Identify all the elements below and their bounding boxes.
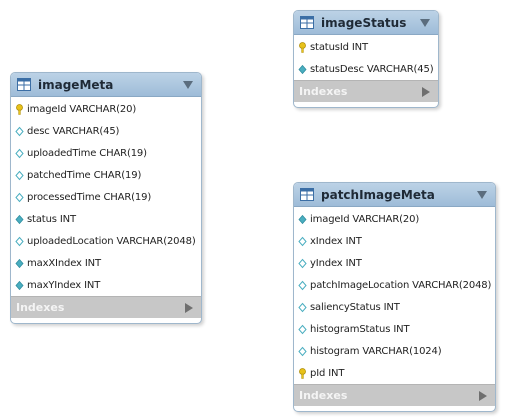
primary-key-icon — [299, 367, 306, 379]
column-definition: uploadedTime CHAR(19) — [27, 147, 147, 159]
column-definition: histogram VARCHAR(1024) — [310, 345, 442, 357]
table-header[interactable]: patchImageMeta — [294, 183, 495, 207]
column-row[interactable]: imageId VARCHAR(20) — [294, 208, 495, 230]
column-row[interactable]: status INT — [11, 208, 201, 230]
indexes-label: Indexes — [16, 301, 65, 314]
column-row[interactable]: processedTime CHAR(19) — [11, 186, 201, 208]
column-row[interactable]: saliencyStatus INT — [294, 296, 495, 318]
nullable-column-icon — [15, 170, 24, 180]
column-definition: pId INT — [310, 367, 345, 379]
column-definition: desc VARCHAR(45) — [27, 125, 120, 137]
nullable-column-icon — [15, 126, 24, 136]
column-row[interactable]: maxYIndex INT — [11, 274, 201, 296]
column-definition: saliencyStatus INT — [310, 301, 400, 313]
column-row[interactable]: histogramStatus INT — [294, 318, 495, 340]
table-icon — [300, 188, 314, 201]
collapse-arrow-icon[interactable] — [183, 80, 193, 89]
column-icon — [15, 214, 24, 224]
table-imageMeta[interactable]: imageMeta imageId VARCHAR(20) desc VARCH… — [10, 72, 202, 324]
column-row[interactable]: yIndex INT — [294, 252, 495, 274]
nullable-column-icon — [298, 258, 307, 268]
primary-key-icon — [16, 103, 23, 115]
nullable-column-icon — [298, 236, 307, 246]
column-definition: xIndex INT — [310, 235, 362, 247]
table-title: patchImageMeta — [321, 187, 435, 202]
primary-key-icon — [299, 41, 306, 53]
expand-arrow-icon[interactable] — [422, 86, 430, 97]
column-row[interactable]: pId INT — [294, 362, 495, 384]
nullable-column-icon — [15, 236, 24, 246]
column-row[interactable]: desc VARCHAR(45) — [11, 120, 201, 142]
table-patchImageMeta[interactable]: patchImageMeta imageId VARCHAR(20) xInde… — [293, 182, 496, 412]
table-icon — [17, 78, 31, 91]
table-title: imageMeta — [38, 77, 114, 92]
column-row[interactable]: maxXIndex INT — [11, 252, 201, 274]
column-icon — [298, 64, 307, 74]
column-row[interactable]: uploadedTime CHAR(19) — [11, 142, 201, 164]
expand-arrow-icon[interactable] — [479, 390, 487, 401]
column-icon — [15, 258, 24, 268]
indexes-label: Indexes — [299, 85, 348, 98]
indexes-section[interactable]: Indexes — [294, 384, 495, 406]
column-definition: processedTime CHAR(19) — [27, 191, 152, 203]
column-definition: uploadedLocation VARCHAR(2048) — [27, 235, 196, 247]
column-row[interactable]: statusId INT — [294, 36, 438, 58]
collapse-arrow-icon[interactable] — [477, 190, 487, 199]
column-list: statusId INT statusDesc VARCHAR(45) — [294, 35, 438, 80]
column-definition: statusDesc VARCHAR(45) — [310, 63, 434, 75]
nullable-column-icon — [15, 148, 24, 158]
table-icon — [300, 16, 314, 29]
column-row[interactable]: xIndex INT — [294, 230, 495, 252]
column-definition: maxXIndex INT — [27, 257, 101, 269]
column-icon — [298, 214, 307, 224]
column-list: imageId VARCHAR(20) xIndex INT yIndex IN… — [294, 207, 495, 384]
column-row[interactable]: patchedTime CHAR(19) — [11, 164, 201, 186]
table-title: imageStatus — [321, 15, 407, 30]
column-list: imageId VARCHAR(20) desc VARCHAR(45) upl… — [11, 97, 201, 296]
table-imageStatus[interactable]: imageStatus statusId INT statusDesc VARC… — [293, 10, 439, 108]
table-header[interactable]: imageMeta — [11, 73, 201, 97]
column-row[interactable]: histogram VARCHAR(1024) — [294, 340, 495, 362]
expand-arrow-icon[interactable] — [185, 302, 193, 313]
indexes-section[interactable]: Indexes — [294, 80, 438, 102]
column-row[interactable]: patchImageLocation VARCHAR(2048) — [294, 274, 495, 296]
column-definition: maxYIndex INT — [27, 279, 101, 291]
column-definition: imageId VARCHAR(20) — [27, 103, 137, 115]
indexes-section[interactable]: Indexes — [11, 296, 201, 318]
nullable-column-icon — [298, 324, 307, 334]
nullable-column-icon — [298, 280, 307, 290]
nullable-column-icon — [15, 192, 24, 202]
column-definition: patchedTime CHAR(19) — [27, 169, 142, 181]
collapse-arrow-icon[interactable] — [420, 18, 430, 27]
column-row[interactable]: uploadedLocation VARCHAR(2048) — [11, 230, 201, 252]
column-row[interactable]: imageId VARCHAR(20) — [11, 98, 201, 120]
table-header[interactable]: imageStatus — [294, 11, 438, 35]
column-definition: status INT — [27, 213, 76, 225]
nullable-column-icon — [298, 302, 307, 312]
column-definition: imageId VARCHAR(20) — [310, 213, 420, 225]
column-definition: statusId INT — [310, 41, 368, 53]
column-definition: histogramStatus INT — [310, 323, 410, 335]
column-row[interactable]: statusDesc VARCHAR(45) — [294, 58, 438, 80]
column-definition: patchImageLocation VARCHAR(2048) — [310, 279, 492, 291]
nullable-column-icon — [298, 346, 307, 356]
column-icon — [15, 280, 24, 290]
column-definition: yIndex INT — [310, 257, 362, 269]
indexes-label: Indexes — [299, 389, 348, 402]
